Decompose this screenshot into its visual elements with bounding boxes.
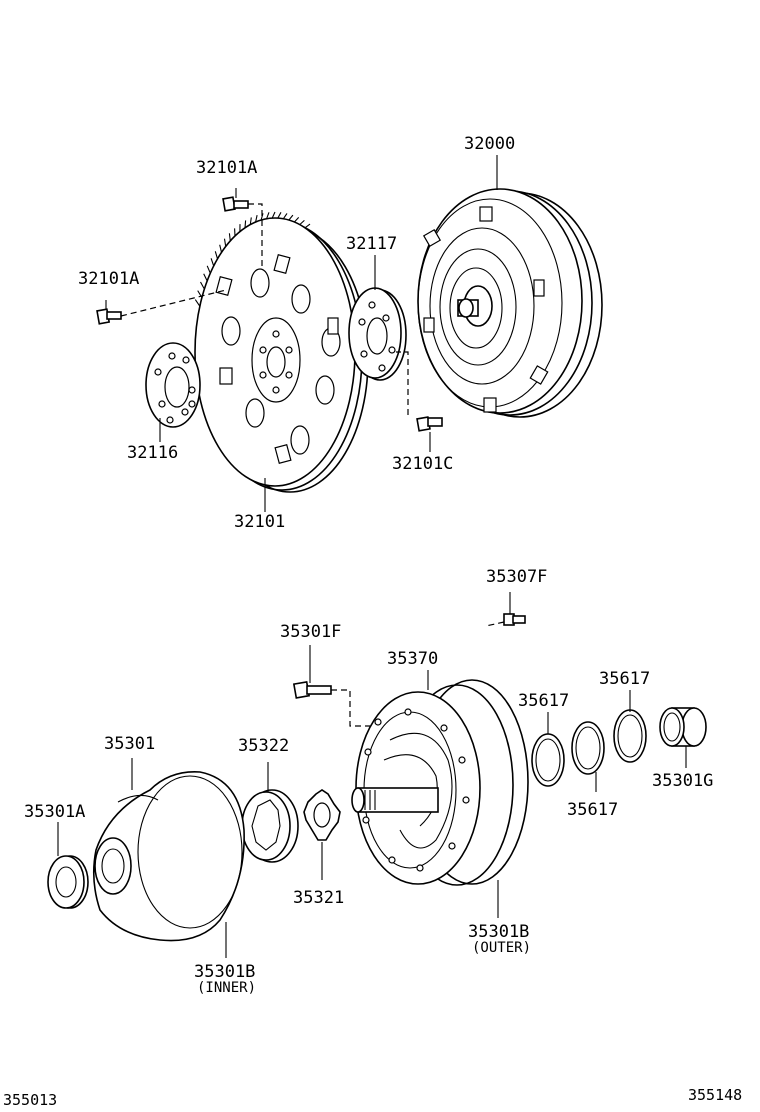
label-35301B-outer: 35301B [468,922,529,942]
label-35307F: 35307F [486,567,547,587]
seal-ring-35617-a [531,712,565,787]
label-32000: 32000 [464,134,515,154]
pump-cover-35301 [92,758,245,958]
label-35370: 35370 [387,649,438,669]
label-35301A: 35301A [24,802,85,822]
label-32117: 32117 [346,234,397,254]
oil-pump-35370 [351,670,529,918]
oil-seal-35301A [47,822,89,909]
spacer-plate-32117 [348,255,407,381]
bolt-35307F [485,592,526,627]
label-32101: 32101 [234,512,285,532]
bolt-32101A-left [96,289,227,325]
label-32101A-top: 32101A [196,158,257,178]
label-outer-note: (OUTER) [472,940,531,956]
spacer-plate-32116 [145,342,201,442]
footer-right-code: 355148 [688,1086,742,1104]
label-35617-a: 35617 [518,691,569,711]
label-32101C: 32101C [392,454,453,474]
seal-ring-35617-c [613,690,647,763]
flex-plate-32101 [194,211,369,512]
bushing-35301G [659,707,707,768]
label-32116: 32116 [127,443,178,463]
bolt-32101A-top [222,188,263,270]
label-35322: 35322 [238,736,289,756]
label-35617-b: 35617 [567,800,618,820]
label-35301F: 35301F [280,622,341,642]
driven-gear-35322 [241,762,299,863]
label-35321: 35321 [293,888,344,908]
footer-left-code: 355013 [3,1091,57,1109]
label-35301G: 35301G [652,771,713,791]
seal-ring-35617-b [571,721,605,792]
label-inner-note: (INNER) [197,980,256,996]
drive-gear-35321 [303,789,341,880]
bolt-35301F [292,645,370,727]
bolt-32101C [396,351,443,452]
label-35617-c: 35617 [599,669,650,689]
label-35301: 35301 [104,734,155,754]
label-35301B-inner: 35301B [194,962,255,982]
torque-converter-32000 [417,155,603,418]
label-32101A-left: 32101A [78,269,139,289]
